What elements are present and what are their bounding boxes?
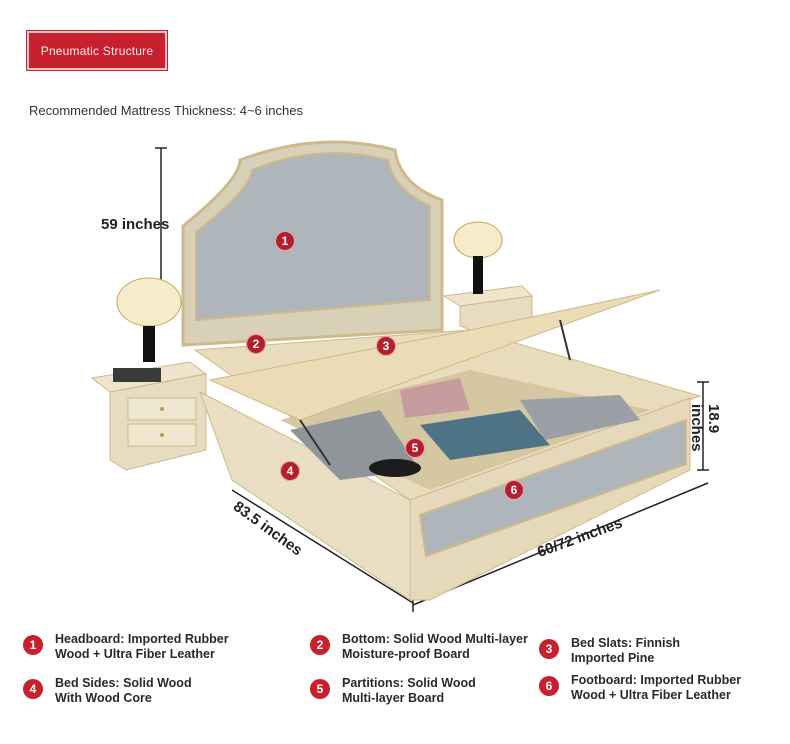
marker-3: 3 (376, 336, 396, 356)
marker-1: 1 (275, 231, 295, 251)
legend-text: Bed Sides: Solid Wood With Wood Core (55, 676, 192, 705)
legend-number: 6 (539, 676, 559, 696)
left-lamp (113, 277, 182, 382)
marker-2: 2 (246, 334, 266, 354)
height-dimension: 59 inches (101, 216, 170, 233)
legend-text: Bed Slats: Finnish Imported Pine (571, 636, 681, 665)
legend-text: Bottom: Solid Wood Multi-layer Moisture-… (342, 632, 528, 661)
marker-4: 4 (280, 461, 300, 481)
legend-text: Headboard: Imported Rubber Wood + Ultra … (55, 632, 229, 661)
legend-number: 4 (23, 679, 43, 699)
legend-item-5: 5 Partitions: Solid Wood Multi-layer Boa… (310, 676, 476, 706)
right-lamp (453, 221, 503, 294)
legend-item-3: 3 Bed Slats: Finnish Imported Pine (539, 636, 680, 666)
badge-label: Pneumatic Structure (40, 43, 154, 58)
legend-number: 2 (310, 635, 330, 655)
legend-item-2: 2 Bottom: Solid Wood Multi-layer Moistur… (310, 632, 528, 662)
left-nightstand (90, 361, 208, 471)
legend-item-1: 1 Headboard: Imported Rubber Wood + Ultr… (23, 632, 229, 662)
legend-text: Partitions: Solid Wood Multi-layer Board (342, 676, 476, 705)
legend-number: 1 (23, 635, 43, 655)
legend-item-4: 4 Bed Sides: Solid Wood With Wood Core (23, 676, 192, 706)
pneumatic-structure-badge: Pneumatic Structure (26, 30, 168, 71)
mattress-thickness-note: Recommended Mattress Thickness: 4~6 inch… (29, 103, 303, 118)
headboard (181, 140, 444, 347)
gas-lift-height-dimension: 18.9 inches (688, 404, 722, 452)
legend-number: 5 (310, 679, 330, 699)
marker-5: 5 (405, 438, 425, 458)
marker-6: 6 (504, 480, 524, 500)
bed-frame (193, 289, 702, 601)
legend-text: Footboard: Imported Rubber Wood + Ultra … (571, 673, 742, 702)
legend-item-6: 6 Footboard: Imported Rubber Wood + Ultr… (539, 673, 741, 703)
legend-number: 3 (539, 639, 559, 659)
